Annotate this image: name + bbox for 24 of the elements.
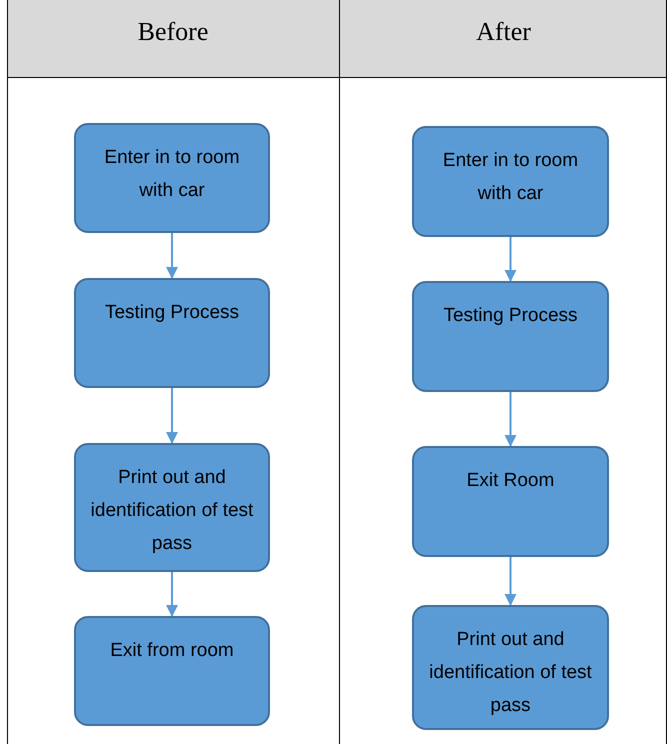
box-label: Enter in to room with car bbox=[442, 149, 580, 206]
box-label: Testing Process bbox=[443, 304, 578, 328]
arrow bbox=[166, 233, 178, 279]
process-box bbox=[74, 278, 270, 388]
column-header: Before bbox=[138, 16, 208, 48]
arrow bbox=[504, 392, 516, 447]
process-box bbox=[412, 126, 609, 237]
box-label: Exit Room bbox=[466, 469, 554, 493]
box-label: Exit from room bbox=[110, 639, 234, 663]
arrow bbox=[504, 557, 516, 606]
box-label: Print out and identification of test pass bbox=[90, 466, 254, 556]
arrow bbox=[166, 388, 178, 444]
process-box bbox=[412, 281, 609, 392]
process-box bbox=[412, 605, 609, 730]
process-box bbox=[74, 123, 270, 233]
process-box bbox=[412, 446, 609, 557]
arrow bbox=[504, 237, 516, 282]
process-box bbox=[74, 443, 270, 572]
column-header: After bbox=[476, 16, 531, 48]
box-label: Testing Process bbox=[104, 301, 240, 325]
box-label: Enter in to room with car bbox=[103, 146, 241, 203]
box-label: Print out and identification of test pass bbox=[428, 628, 593, 718]
process-box bbox=[74, 616, 270, 726]
arrow bbox=[166, 572, 178, 617]
